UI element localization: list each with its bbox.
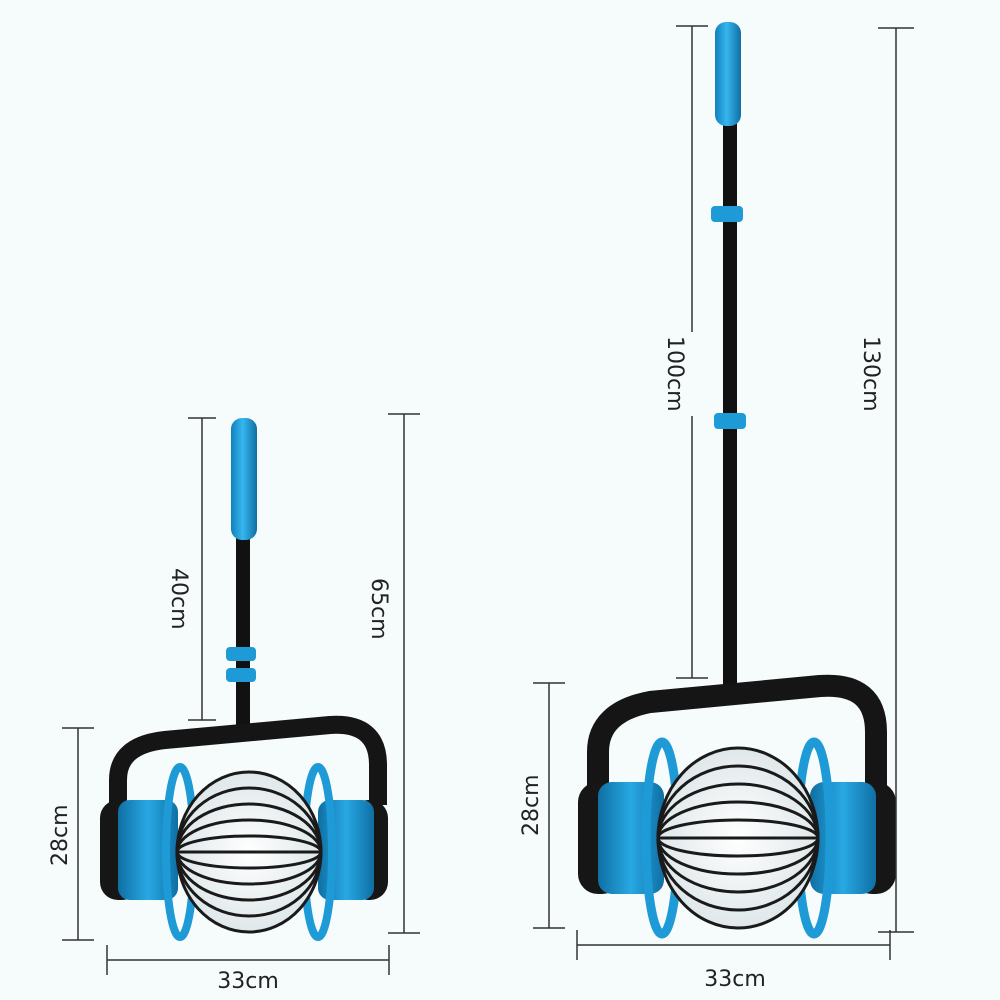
- short-dimension-total: 65cm: [366, 413, 420, 934]
- long-pole: [723, 120, 737, 690]
- short-basket-height-label: 28cm: [48, 804, 73, 866]
- long-u-frame: [587, 674, 887, 790]
- long-hub-right: [810, 782, 876, 894]
- short-basket: [175, 770, 323, 934]
- long-dimension-handle: 100cm: [662, 25, 708, 679]
- short-clamp-lower: [226, 668, 256, 682]
- short-dimension-width: 33cm: [106, 945, 390, 994]
- long-hub-left: [598, 782, 664, 894]
- short-grip: [231, 418, 257, 540]
- long-grip: [715, 22, 741, 126]
- long-basket: [656, 746, 820, 930]
- short-dimension-basket: 28cm: [44, 727, 94, 941]
- short-dimension-handle: 40cm: [166, 417, 216, 721]
- long-handle-extension-label: 100cm: [662, 336, 687, 412]
- long-total-height-label: 130cm: [858, 336, 883, 412]
- short-handle-extension-label: 40cm: [166, 568, 191, 630]
- short-pole: [236, 535, 250, 735]
- short-picker: 40cm 65cm 28cm 33cm: [44, 413, 420, 994]
- long-basket-height-label: 28cm: [519, 774, 544, 836]
- short-total-height-label: 65cm: [366, 578, 391, 640]
- long-dimension-basket: 28cm: [515, 682, 565, 929]
- long-clamp-lower: [714, 413, 746, 429]
- short-width-label: 33cm: [217, 969, 279, 994]
- short-hub-right: [318, 800, 374, 900]
- long-dimension-total: 130cm: [858, 27, 914, 933]
- long-width-label: 33cm: [704, 967, 766, 992]
- long-clamp-upper: [711, 206, 743, 222]
- long-picker: 100cm 130cm 28cm 33cm: [515, 22, 914, 992]
- short-clamp-upper: [226, 647, 256, 661]
- long-dimension-width: 33cm: [576, 930, 891, 992]
- short-u-frame: [109, 715, 387, 805]
